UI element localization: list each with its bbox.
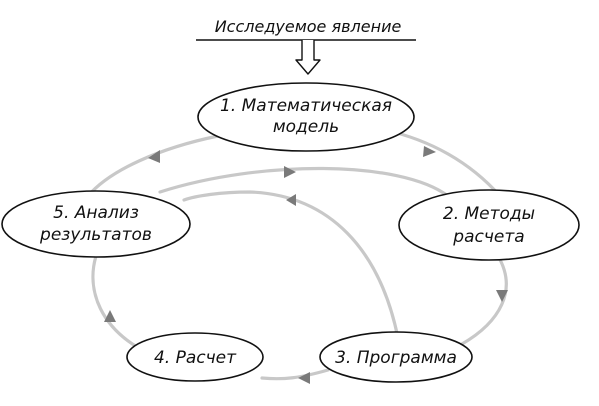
node-model-line-1: 1. Математическая xyxy=(220,96,392,116)
node-program-line-1: 3. Программа xyxy=(335,348,457,368)
arrowhead-icon xyxy=(284,166,296,178)
node-methods-line-2: расчета xyxy=(452,227,524,247)
edge-analysis-to-model xyxy=(86,134,220,198)
edge-methods-to-program xyxy=(460,254,508,346)
edge-calc-to-analysis xyxy=(91,254,152,356)
diagram-title: Исследуемое явление xyxy=(215,17,402,36)
arrowhead-icon xyxy=(496,290,508,302)
node-calc-line-1: 4. Расчет xyxy=(154,348,237,368)
node-model-line-2: модель xyxy=(273,117,339,137)
node-calculation-methods: 2. Методы расчета xyxy=(398,189,580,261)
node-analysis-line-2: результатов xyxy=(39,225,152,245)
node-analysis-line-1: 5. Анализ xyxy=(53,203,139,223)
edge-analysis-to-methods xyxy=(158,166,450,198)
arrowhead-icon xyxy=(148,150,160,163)
edge-model-to-methods xyxy=(383,128,502,198)
node-methods-line-1: 2. Методы xyxy=(443,204,535,224)
node-calculation: 4. Расчет xyxy=(126,332,264,382)
node-results-analysis: 5. Анализ результатов xyxy=(1,190,191,258)
arrowhead-icon xyxy=(286,194,296,206)
edge-program-to-analysis xyxy=(182,190,400,340)
input-down-arrow-icon xyxy=(295,40,321,75)
arrowhead-icon xyxy=(298,372,310,384)
node-program: 3. Программа xyxy=(319,331,473,383)
node-mathematical-model: 1. Математическая модель xyxy=(197,82,415,152)
edge-program-to-calc xyxy=(260,368,330,381)
arrowhead-icon xyxy=(423,146,436,157)
arrowhead-icon xyxy=(104,310,116,322)
